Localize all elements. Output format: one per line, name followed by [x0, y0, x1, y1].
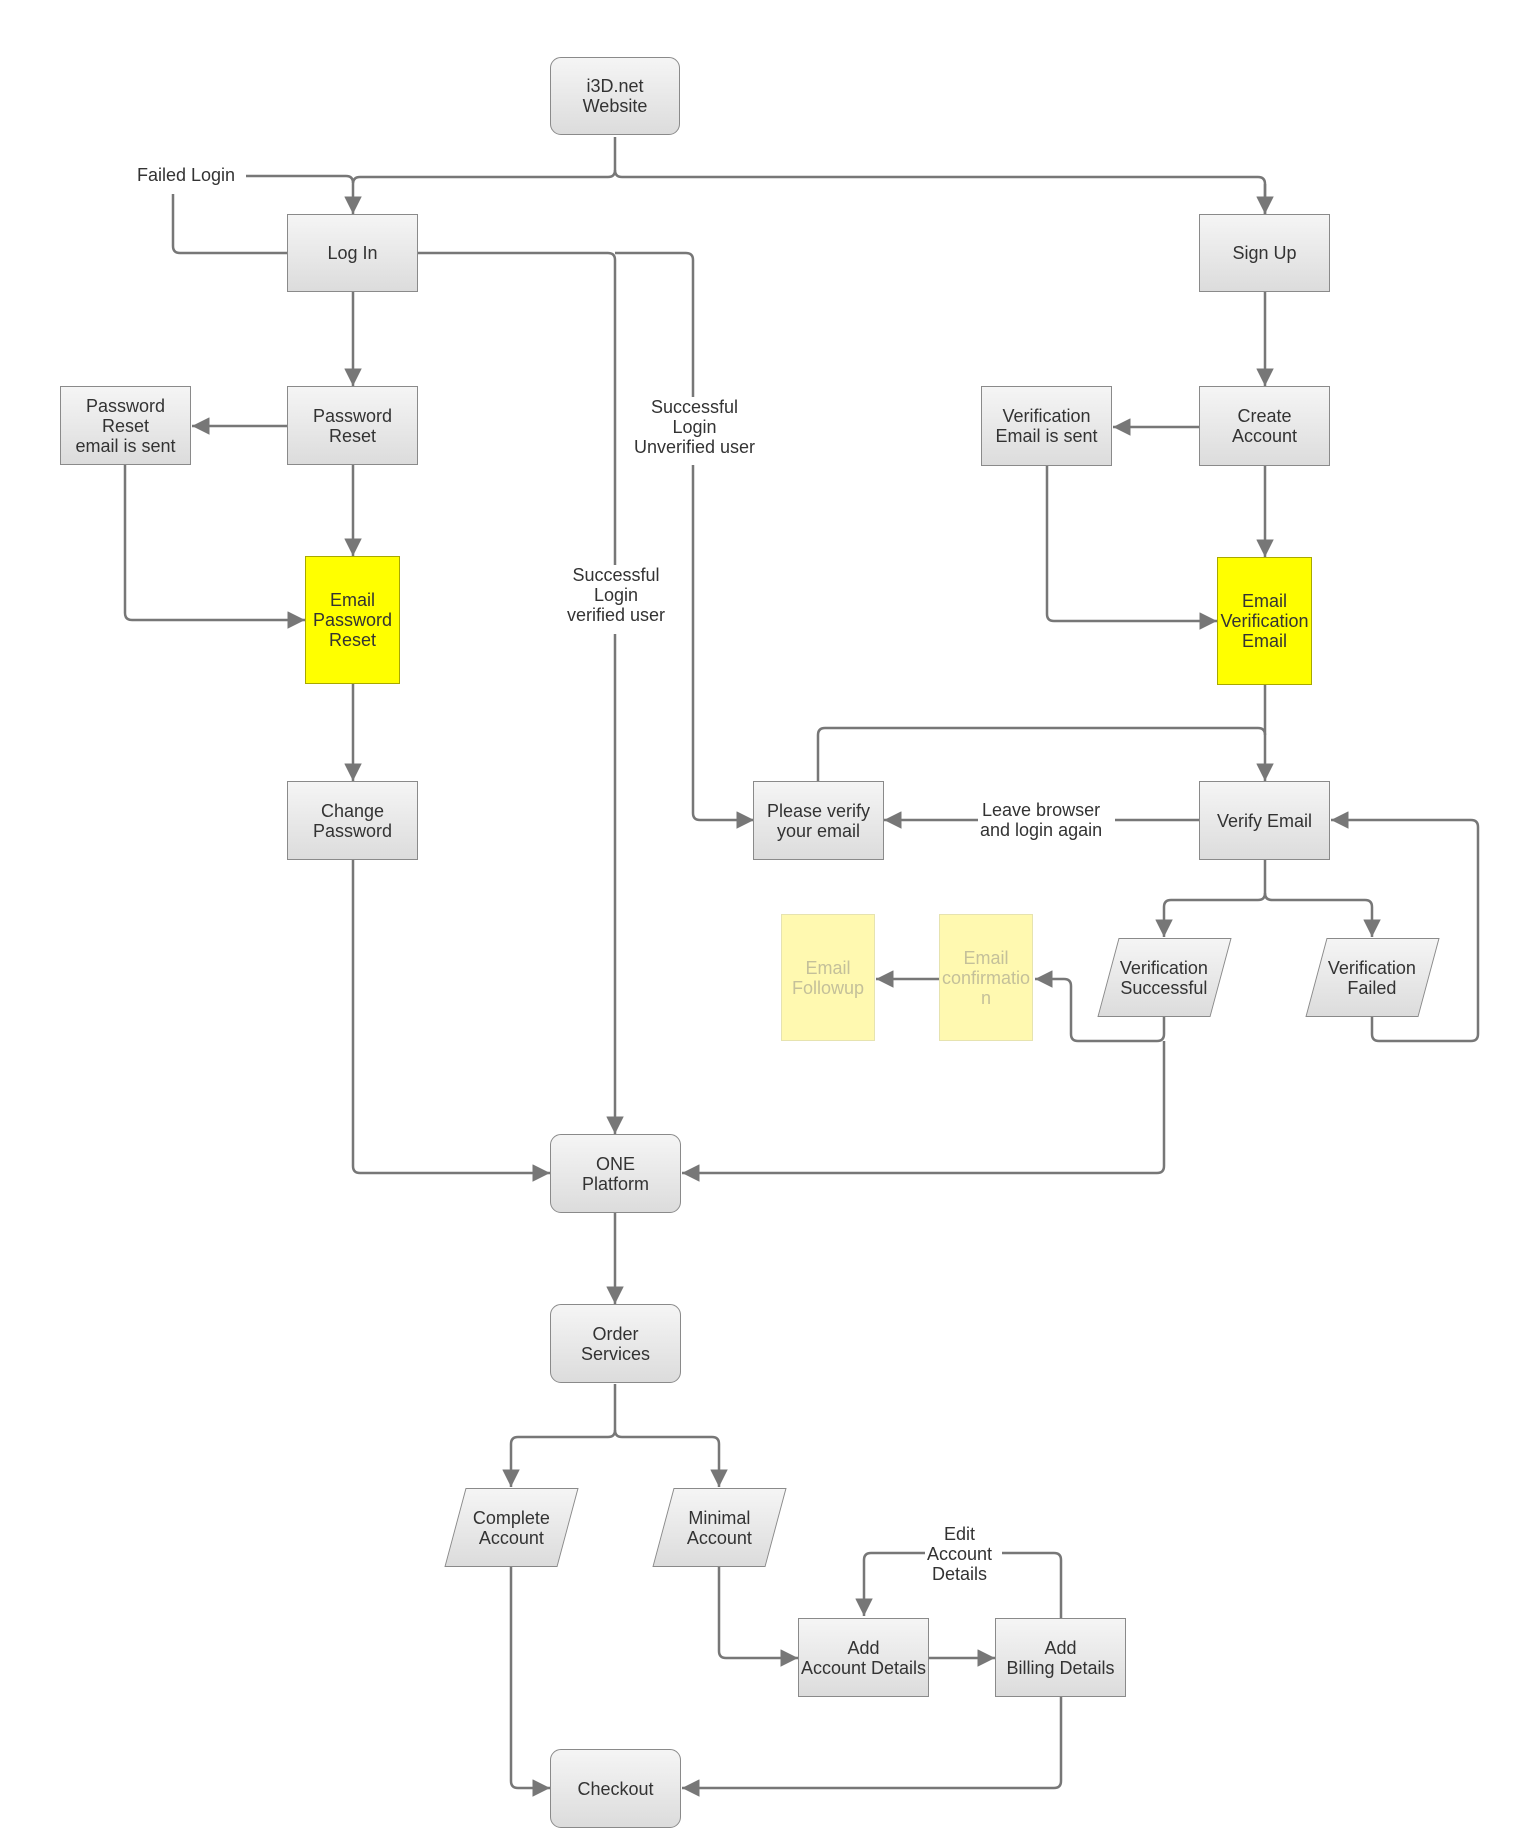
edge-minimal-add [717, 1567, 798, 1667]
node-change-password-label: Change Password [312, 800, 393, 841]
label-unverified: Successful Login Unverified user [632, 397, 758, 457]
label-edit-account: Edit Account Details [925, 1524, 995, 1584]
node-please-verify[interactable]: Please verify your email [753, 781, 884, 860]
edge-success-confirmation [1035, 970, 1166, 1043]
node-add-billing-details[interactable]: Add Billing Details [995, 1618, 1126, 1697]
node-login[interactable]: Log In [287, 214, 418, 292]
label-leave-browser: Leave browser and login again [978, 800, 1105, 840]
node-password-reset-label: Password Reset [312, 405, 393, 446]
node-email-followup[interactable]: Email Followup [781, 914, 875, 1041]
node-checkout[interactable]: Checkout [550, 1749, 681, 1828]
edge-complete-checkout [509, 1567, 550, 1797]
edge-login-unverified [691, 465, 754, 829]
node-add-account-details-label: Add Account Details [800, 1637, 927, 1678]
node-email-verification[interactable]: Email Verification Email [1217, 557, 1312, 685]
node-one-platform[interactable]: ONE Platform [550, 1134, 681, 1213]
node-complete-account[interactable]: Complete Account [444, 1488, 579, 1567]
node-create-account-label: Create Account [1231, 406, 1298, 446]
node-verify-email-label: Verify Email [1216, 810, 1313, 831]
edge-website-signup [613, 169, 1267, 214]
node-verification-sent-label: Verification Email is sent [995, 406, 1098, 446]
edge-sent-emailverif [1045, 466, 1217, 630]
edge-verify-success [1155, 860, 1267, 937]
node-minimal-account[interactable]: Minimal Account [652, 1488, 787, 1567]
edge-billing-checkout [682, 1697, 1063, 1797]
edge-verify-failed [1263, 892, 1381, 937]
edge-order-complete [502, 1384, 617, 1487]
node-order-services-label: Order Services [580, 1323, 651, 1364]
node-email-password-reset-label: Email Password Reset [312, 590, 393, 650]
node-order-services[interactable]: Order Services [550, 1304, 681, 1383]
node-verification-sent[interactable]: Verification Email is sent [981, 386, 1112, 466]
edge-login-verified [418, 251, 617, 570]
node-signup[interactable]: Sign Up [1199, 214, 1330, 292]
node-email-confirmation-label: Email confirmatio n [941, 947, 1031, 1008]
node-verification-failed[interactable]: Verification Failed [1305, 938, 1440, 1017]
edge-failed-login [246, 174, 355, 184]
node-verification-successful[interactable]: Verification Successful [1097, 938, 1232, 1017]
edge-sent-emailreset [123, 465, 305, 629]
edge-failed-loop [1331, 811, 1480, 1043]
edge-website-login [344, 137, 617, 214]
node-password-reset-sent-label: Password Reset email is sent [75, 395, 176, 456]
node-website[interactable]: i3D.net Website [550, 57, 680, 135]
node-email-password-reset[interactable]: Email Password Reset [305, 556, 400, 684]
node-email-confirmation[interactable]: Email confirmatio n [939, 914, 1033, 1041]
label-failed-login: Failed Login [135, 165, 238, 185]
node-verification-failed-label: Verification Failed [1328, 957, 1417, 998]
node-email-followup-label: Email Followup [791, 957, 865, 998]
edge-success-one [682, 1041, 1166, 1182]
node-change-password[interactable]: Change Password [287, 781, 418, 860]
node-add-billing-details-label: Add Billing Details [1006, 1637, 1115, 1678]
node-create-account[interactable]: Create Account [1199, 386, 1330, 466]
node-login-label: Log In [327, 243, 378, 263]
label-verified: Successful Login verified user [565, 565, 668, 625]
node-verify-email[interactable]: Verify Email [1199, 781, 1330, 860]
node-add-account-details[interactable]: Add Account Details [798, 1618, 929, 1697]
node-please-verify-label: Please verify your email [766, 800, 871, 841]
node-password-reset[interactable]: Password Reset [287, 386, 418, 465]
edge-edit-account [1002, 1551, 1063, 1618]
node-signup-label: Sign Up [1232, 243, 1297, 263]
edge-order-minimal [613, 1429, 728, 1487]
node-one-platform-label: ONE Platform [581, 1153, 650, 1194]
node-website-label: i3D.net Website [582, 76, 648, 116]
node-verification-successful-label: Verification Successful [1120, 957, 1209, 998]
node-complete-account-label: Complete Account [472, 1507, 551, 1548]
node-email-verification-label: Email Verification Email [1220, 591, 1309, 651]
node-checkout-label: Checkout [577, 1778, 654, 1799]
edge-please-verify [816, 726, 1267, 781]
node-password-reset-sent[interactable]: Password Reset email is sent [60, 386, 191, 465]
edge-change-one [351, 860, 550, 1182]
node-minimal-account-label: Minimal Account [686, 1507, 753, 1548]
